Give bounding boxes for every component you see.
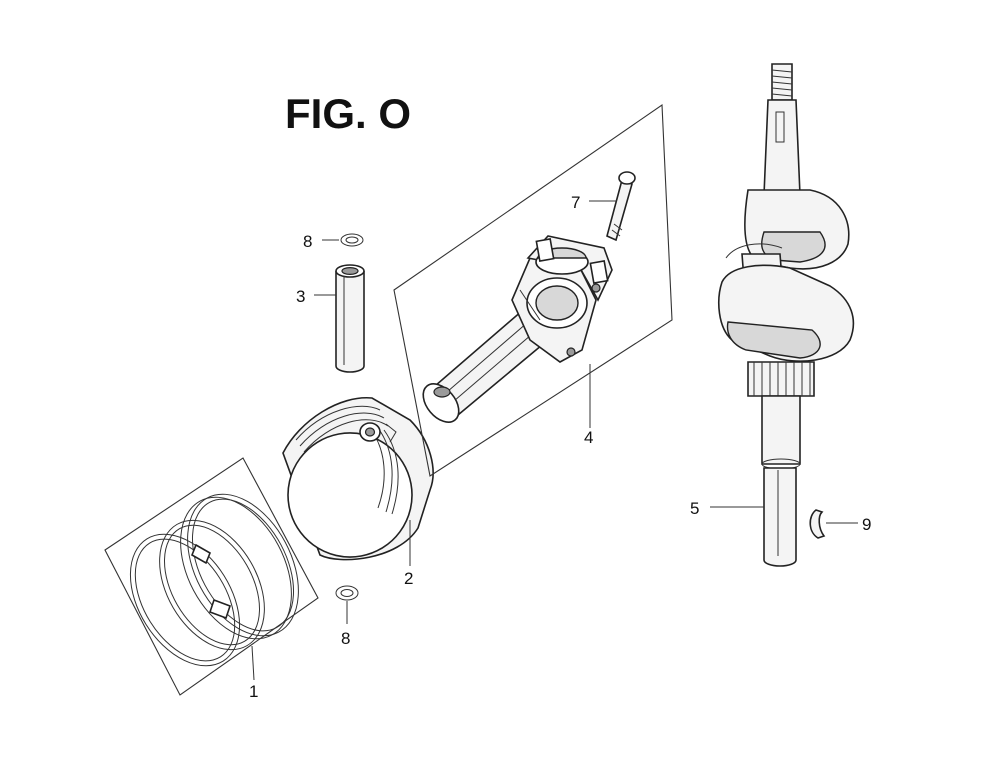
crankshaft (718, 63, 855, 567)
callout-8-bottom: 8 (341, 629, 350, 648)
pin-clip-top (340, 233, 364, 247)
connecting-rod-assembly (393, 103, 673, 477)
figure-title: FIG. O (285, 90, 411, 137)
piston-pin (335, 264, 365, 373)
callout-4: 4 (584, 428, 593, 447)
leader-1 (251, 645, 255, 681)
pin-clip-bottom (335, 585, 359, 601)
callout-3: 3 (296, 287, 305, 306)
callout-7: 7 (571, 193, 580, 212)
callout-9: 9 (862, 515, 871, 534)
callout-2: 2 (404, 569, 413, 588)
rod-bolt (606, 171, 636, 242)
piston (282, 397, 434, 561)
piston-ring-set (104, 457, 319, 696)
callout-1: 1 (249, 682, 258, 701)
key (809, 509, 826, 539)
connecting-rod-frame (393, 103, 673, 477)
callout-5: 5 (690, 499, 699, 518)
callout-8-top: 8 (303, 232, 312, 251)
ring-set-frame (104, 457, 319, 696)
